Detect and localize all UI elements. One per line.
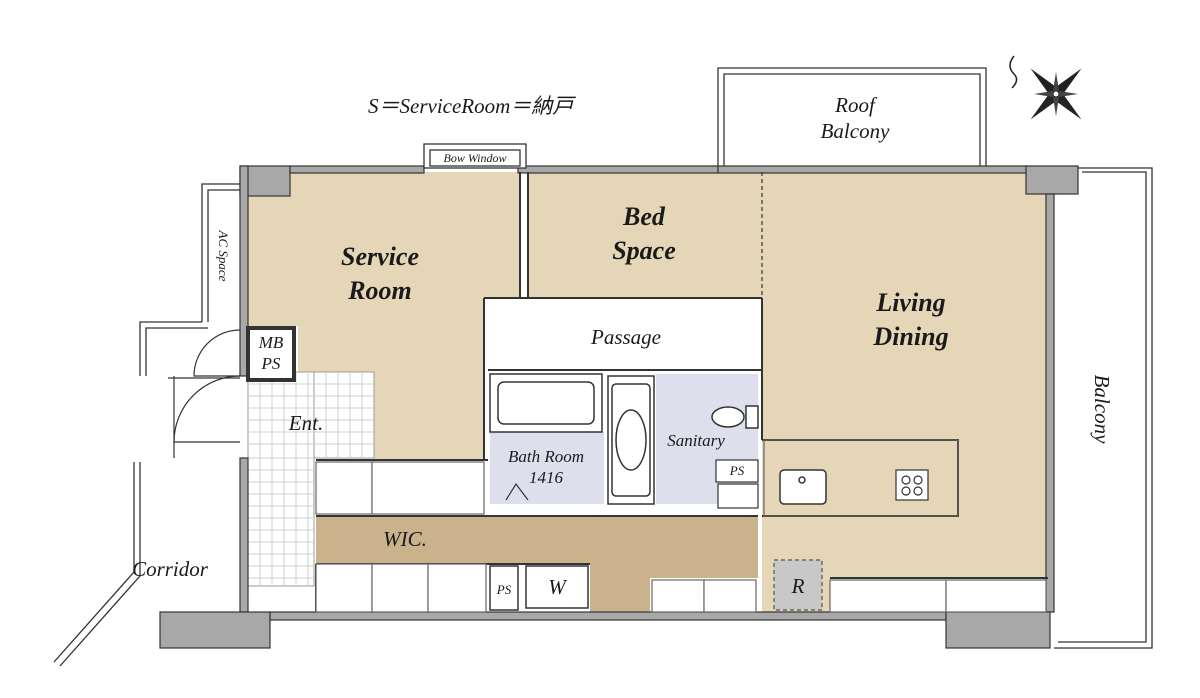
room-fills (246, 172, 1052, 612)
stove-icon (895, 469, 929, 501)
walls (159, 165, 1079, 649)
exterior-lines (53, 183, 240, 667)
bathtub-icon (489, 373, 603, 433)
kitchen-cabinet (717, 483, 759, 509)
balcony (1054, 167, 1153, 649)
bow-window (423, 143, 527, 169)
entrance-label: Ent. (288, 411, 324, 435)
entrance-door (168, 329, 241, 458)
mb-ps-label: MB PS (258, 333, 284, 373)
service-room-fill (246, 172, 520, 460)
refrigerator-box (773, 559, 823, 611)
living-dining-label: Living Dining (873, 288, 949, 351)
wic-label: WIC. (383, 527, 427, 551)
corridor-label: Corridor (132, 557, 208, 581)
roof-balcony (717, 67, 987, 166)
passage-area (486, 300, 760, 368)
refrigerator-label: R (791, 574, 805, 598)
service-room-label: Service Room (341, 242, 419, 305)
sink-icon (779, 469, 827, 505)
balcony-label: Balcony (1090, 374, 1114, 444)
bed-space-fill (528, 172, 762, 298)
bath-room-fill (490, 432, 604, 504)
passage-label: Passage (591, 325, 661, 349)
closet-ps-label: PS (496, 582, 512, 597)
mb-ps-box (246, 326, 296, 382)
washer-box (525, 565, 589, 609)
living-dining-fill (762, 172, 1052, 612)
bed-space-label: Bed Space (612, 202, 676, 265)
bath-drain-icon (505, 482, 529, 501)
compass-rose-icon (1009, 55, 1082, 120)
ac-space-label: AC Space (216, 230, 231, 282)
bath-room-label: Bath Room 1416 (507, 447, 585, 487)
kitchen-ps-label: PS (729, 463, 745, 478)
bow-window-label: Bow Window (443, 151, 507, 165)
cabinets (315, 439, 1047, 613)
toilet-icon (711, 405, 759, 429)
closet-ps-box (489, 565, 519, 611)
roof-balcony-label: Roof Balcony (820, 93, 890, 143)
sanitary-label: Sanitary (667, 431, 725, 450)
service-room-note: S＝ServiceRoom＝納戸 (368, 94, 574, 118)
washbasin-icon (607, 375, 655, 505)
washer-label: W (548, 575, 566, 599)
kitchen-ps-box (715, 459, 759, 483)
